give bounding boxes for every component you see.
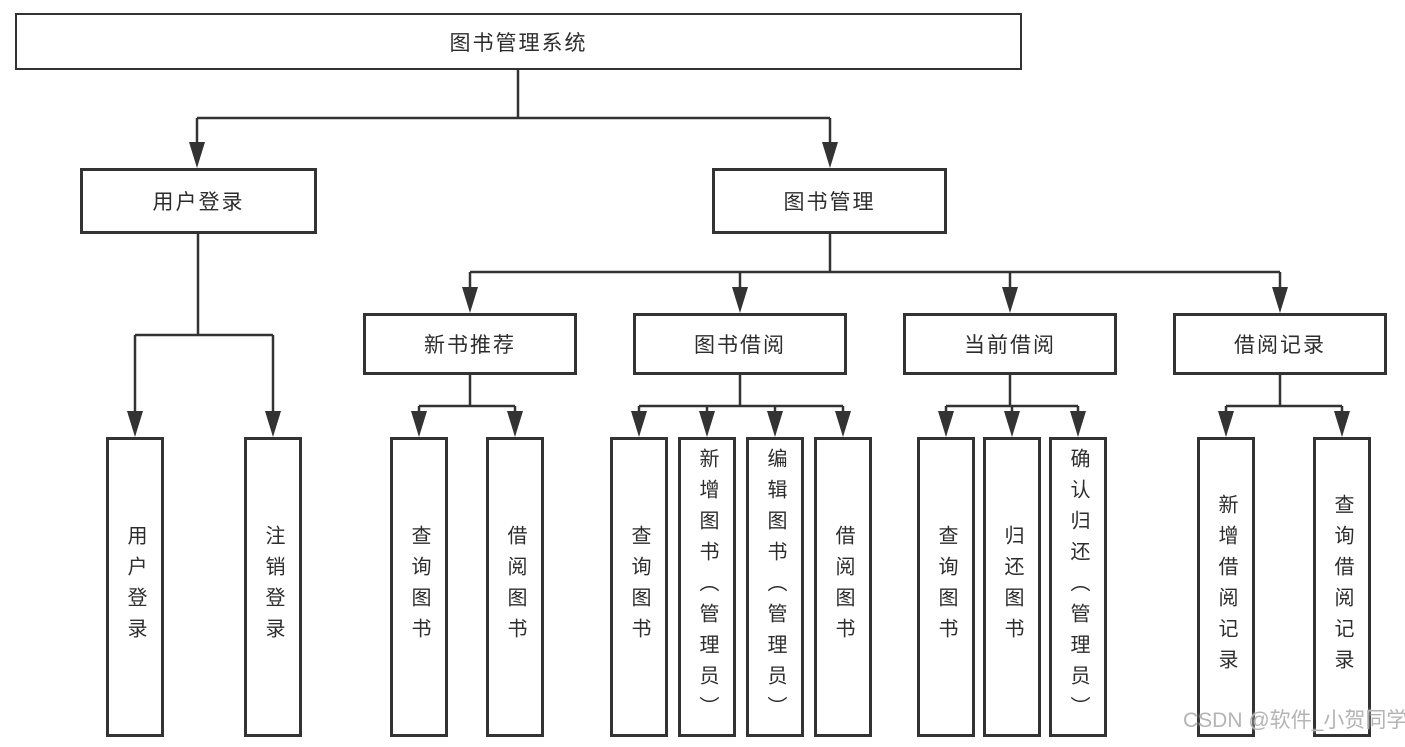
node-book-borrow: 图书借阅 [633, 313, 847, 375]
leaf-borrow-books-label: 借阅图书 [832, 525, 854, 649]
leaf-return-books-label: 归还图书 [1001, 525, 1023, 649]
leaf-return-books: 归还图书 [983, 437, 1041, 737]
leaf-recommend-query-books-label: 查询图书 [408, 525, 430, 649]
leaf-logout-label: 注销登录 [262, 525, 284, 649]
node-user-login-label: 用户登录 [152, 191, 245, 214]
node-current-borrow: 当前借阅 [903, 313, 1117, 375]
node-borrow-records-label: 借阅记录 [1234, 334, 1326, 357]
node-user-login: 用户登录 [80, 168, 317, 234]
leaf-confirm-return-admin: 确认归还（管理员） [1049, 437, 1107, 737]
node-book-management-label: 图书管理 [783, 191, 876, 214]
leaf-confirm-return-admin-label: 确认归还（管理员） [1067, 447, 1089, 727]
node-book-borrow-label: 图书借阅 [694, 334, 786, 357]
leaf-user-login: 用户登录 [106, 437, 164, 737]
leaf-recommend-query-books: 查询图书 [390, 437, 448, 737]
node-root-label: 图书管理系统 [449, 31, 588, 55]
leaf-add-books-admin: 新增图书（管理员） [678, 437, 736, 737]
leaf-recommend-borrow-books: 借阅图书 [486, 437, 544, 737]
leaf-current-query-books: 查询图书 [917, 437, 975, 737]
arrowhead-icons [127, 142, 1350, 437]
node-new-book-recommend-label: 新书推荐 [424, 334, 516, 357]
leaf-logout: 注销登录 [244, 437, 302, 737]
leaf-edit-books-admin: 编辑图书（管理员） [746, 437, 804, 737]
leaf-query-borrow-record: 查询借阅记录 [1313, 437, 1371, 737]
node-new-book-recommend: 新书推荐 [363, 313, 577, 375]
leaf-add-borrow-record: 新增借阅记录 [1197, 437, 1255, 737]
leaf-current-query-books-label: 查询图书 [935, 525, 957, 649]
leaf-edit-books-admin-label: 编辑图书（管理员） [764, 447, 786, 727]
leaf-user-login-label: 用户登录 [124, 525, 146, 649]
leaf-query-borrow-record-label: 查询借阅记录 [1331, 494, 1353, 680]
leaf-borrow-books: 借阅图书 [814, 437, 872, 737]
leaf-add-books-admin-label: 新增图书（管理员） [696, 447, 718, 727]
csdn-watermark: CSDN @软件_小贺同学 [1183, 709, 1405, 732]
node-root: 图书管理系统 [15, 13, 1022, 70]
leaf-recommend-borrow-books-label: 借阅图书 [504, 525, 526, 649]
leaf-add-borrow-record-label: 新增借阅记录 [1215, 494, 1237, 680]
node-book-management: 图书管理 [712, 168, 947, 234]
node-current-borrow-label: 当前借阅 [964, 334, 1056, 357]
node-borrow-records: 借阅记录 [1173, 313, 1387, 375]
leaf-borrow-query-books-label: 查询图书 [628, 525, 650, 649]
leaf-borrow-query-books: 查询图书 [610, 437, 668, 737]
